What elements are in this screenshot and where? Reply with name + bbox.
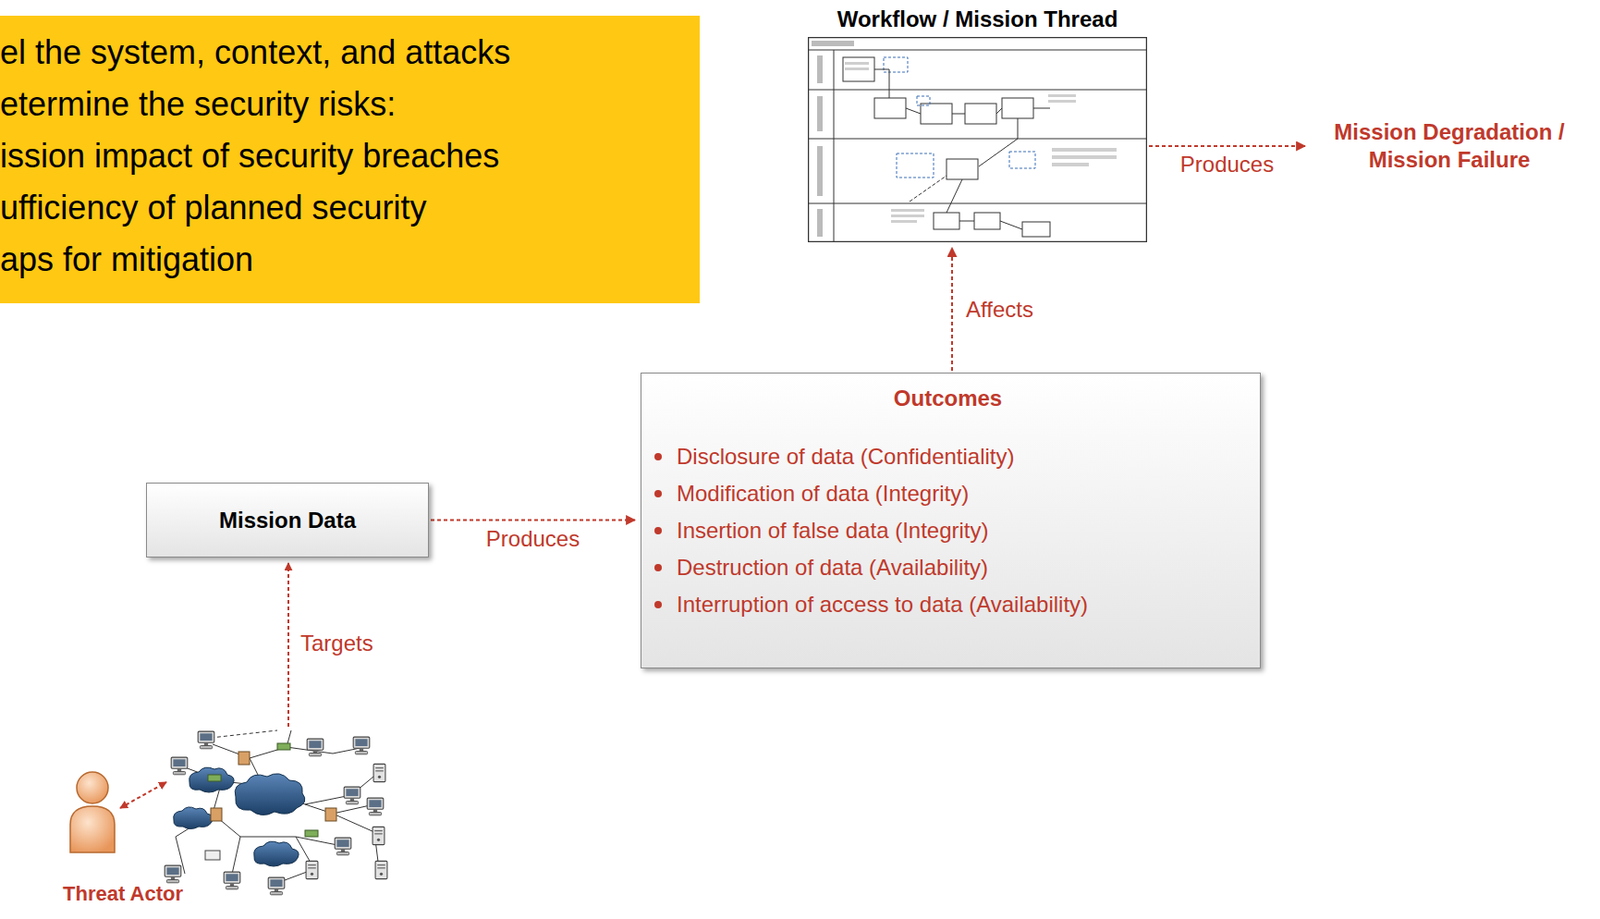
workflow-thumbnail <box>807 36 1148 243</box>
dashed-arrow <box>951 247 953 371</box>
actor-node: Threat Actor <box>53 767 193 906</box>
workflow-node: Workflow / Mission Thread <box>807 5 1148 243</box>
node-label: Mission Degradation / Mission Failure <box>1310 118 1588 174</box>
actor-label: Threat Actor <box>53 881 193 906</box>
bullet-dot <box>654 600 662 609</box>
bullet-dot <box>654 563 662 572</box>
edge-label: Produces <box>483 525 583 552</box>
callout-line: el the system, context, and attacks <box>0 26 691 79</box>
edge-label: Affects <box>963 296 1037 323</box>
dashed-arrow <box>1148 145 1306 147</box>
data-box: Mission Data <box>146 482 429 558</box>
outcomes-box: OutcomesDisclosure of data (Confidential… <box>640 372 1261 669</box>
bullet-dot <box>654 452 662 461</box>
bullet-item: Destruction of data (Availability) <box>650 549 1246 587</box>
bullet-item: Modification of data (Integrity) <box>650 475 1246 513</box>
box-heading: Outcomes <box>650 384 1246 413</box>
node-heading: Workflow / Mission Thread <box>807 5 1148 34</box>
result-label: Mission Degradation / Mission Failure <box>1310 118 1588 174</box>
callout-box: el the system, context, and attackseterm… <box>0 15 700 304</box>
edge-label: Produces <box>1177 151 1277 178</box>
bullet-dot <box>654 526 662 535</box>
bullet-dot <box>654 489 662 498</box>
person-icon <box>66 767 119 855</box>
callout-line: etermine the security risks: <box>0 78 691 131</box>
dashed-arrow <box>430 519 636 522</box>
callout-line: aps for mitigation <box>0 233 691 286</box>
node-label: Mission Data <box>219 507 356 534</box>
bullet-item: Insertion of false data (Integrity) <box>650 512 1246 550</box>
callout-line: ission impact of security breaches <box>0 130 691 183</box>
edge-label: Targets <box>297 630 377 657</box>
bullet-item: Disclosure of data (Confidentiality) <box>650 438 1246 476</box>
callout-line: ufficiency of planned security <box>0 182 691 234</box>
bullet-item: Interruption of access to data (Availabi… <box>650 586 1246 623</box>
